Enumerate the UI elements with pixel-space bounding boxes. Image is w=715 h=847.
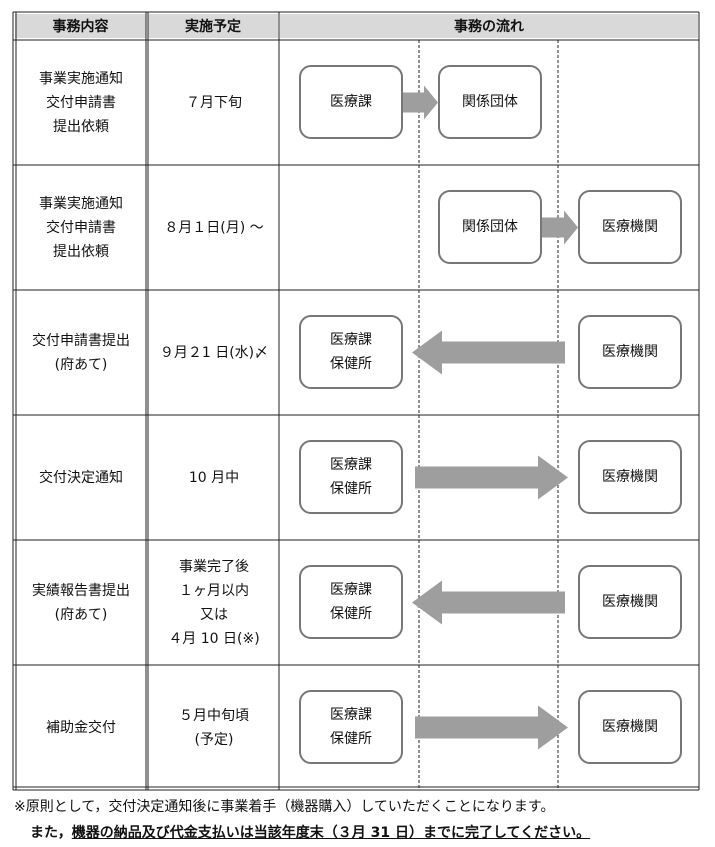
schedule-cell: 事業完了後 １ヶ月以内 又は ４月 10 日(※)	[168, 558, 260, 647]
flow-box-right: 医療機関	[578, 689, 682, 764]
flow-arrow	[415, 455, 568, 500]
header-schedule: 実施予定	[148, 14, 278, 38]
header-flow: 事務の流れ	[280, 14, 698, 38]
schedule-cell: 10 月中	[188, 469, 240, 486]
flow-box-left: 医療課 保健所	[299, 314, 403, 389]
schedule-cell: ９月２1 日(水)〆	[159, 344, 269, 361]
flow-arrow	[542, 210, 578, 245]
flow-box-from: 関係団体	[438, 189, 542, 264]
flow-arrow	[415, 705, 568, 750]
flow-arrow	[412, 580, 565, 625]
task-cell: 実績報告書提出 (府あて)	[32, 582, 130, 623]
flow-box-right: 医療機関	[578, 314, 682, 389]
flow-arrow	[412, 330, 565, 375]
note-line-2-emphasis: 機器の納品及び代金支払いは当該年度末（３月 31 日）までに完了してください。	[71, 825, 591, 841]
note-line-2: また，機器の納品及び代金支払いは当該年度末（３月 31 日）までに完了してくださ…	[30, 822, 590, 842]
header-task: 事務内容	[15, 14, 146, 38]
schedule-cell: ７月下旬	[186, 94, 242, 111]
task-cell: 事業実施通知 交付申請書 提出依頼	[39, 70, 123, 135]
flow-box-from: 医療課	[299, 64, 403, 139]
flow-box-to: 関係団体	[438, 64, 542, 139]
note-line-1: ※原則として，交付決定通知後に事業着手（機器購入）していただくことになります。	[14, 799, 555, 815]
flow-box-to: 医療機関	[578, 189, 682, 264]
flow-box-left: 医療課 保健所	[299, 689, 403, 764]
flow-box-left: 医療課 保健所	[299, 564, 403, 639]
schedule-cell: ５月中旬頃 (予定)	[179, 707, 249, 748]
flow-arrow	[403, 85, 438, 120]
flow-box-right: 医療機関	[578, 439, 682, 514]
task-cell: 交付申請書提出 (府あて)	[32, 332, 130, 373]
task-cell: 補助金交付	[46, 719, 116, 736]
task-cell: 事業実施通知 交付申請書 提出依頼	[39, 195, 123, 260]
flow-box-right: 医療機関	[578, 564, 682, 639]
flow-box-left: 医療課 保健所	[299, 439, 403, 514]
note-line-2-prefix: また，	[30, 825, 72, 841]
schedule-cell: ８月１日(月) ～	[164, 219, 264, 236]
task-cell: 交付決定通知	[39, 469, 123, 486]
